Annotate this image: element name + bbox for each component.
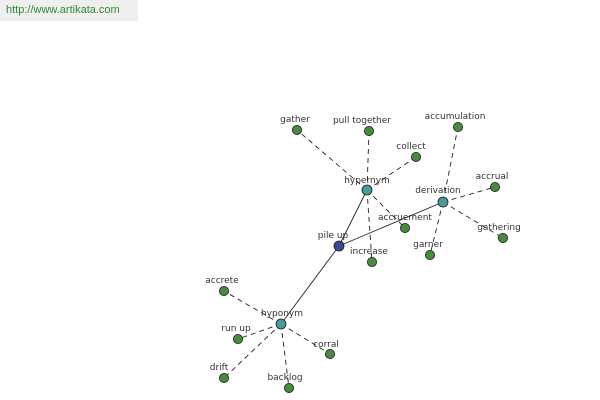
- node-accumulation[interactable]: [452, 122, 463, 133]
- node-label-drift[interactable]: drift: [210, 363, 229, 373]
- edge-hyponym-to-backlog: [280, 323, 290, 389]
- edge-hypernym-1-to-collect: [366, 156, 417, 191]
- node-corral[interactable]: [324, 348, 335, 359]
- edge-hyponym-to-drift: [223, 323, 282, 379]
- node-label-pile-up[interactable]: pile up: [318, 231, 349, 241]
- node-label-accrual[interactable]: accrual: [476, 172, 509, 182]
- graph-labels: pile up hypernym derivation hyponym gather pu…: [205, 112, 521, 383]
- node-label-derivation[interactable]: derivation: [415, 186, 461, 196]
- node-accrual[interactable]: [489, 181, 500, 192]
- graph-edges: [223, 126, 504, 389]
- node-accrete[interactable]: [218, 285, 229, 296]
- edge-derivation-to-accrual: [442, 186, 496, 203]
- node-label-corral[interactable]: corral: [313, 340, 339, 350]
- node-hyponym[interactable]: [275, 318, 287, 330]
- node-run-up[interactable]: [232, 333, 243, 344]
- edge-pile-up-to-derivation: [338, 201, 444, 247]
- node-label-hypernym-1[interactable]: hypernym: [344, 176, 390, 186]
- node-gathering[interactable]: [497, 232, 508, 243]
- node-hypernym-1[interactable]: [361, 184, 373, 196]
- edge-hyponym-to-run-up: [237, 323, 282, 340]
- graph-nodes: [218, 122, 508, 393]
- edge-hyponym-to-corral: [280, 323, 331, 355]
- node-label-backlog[interactable]: backlog: [267, 373, 302, 383]
- node-gather[interactable]: [291, 125, 302, 136]
- node-label-gather[interactable]: gather: [280, 115, 310, 125]
- node-pull-together[interactable]: [363, 126, 374, 137]
- node-label-gathering[interactable]: gathering: [477, 223, 521, 233]
- node-collect[interactable]: [410, 151, 421, 162]
- edge-hypernym-1-to-increase: [366, 189, 373, 263]
- edge-derivation-to-gathering: [442, 201, 504, 239]
- site-url[interactable]: http://www.artikata.com: [0, 0, 138, 21]
- node-label-increase[interactable]: increase: [350, 247, 388, 257]
- edge-derivation-to-garner: [429, 201, 444, 256]
- node-label-run-up[interactable]: run up: [221, 324, 251, 334]
- edge-hypernym-1-to-gather: [296, 129, 368, 191]
- node-label-garner[interactable]: garner: [413, 240, 443, 250]
- edge-pile-up-to-hypernym-1: [338, 189, 368, 247]
- edge-hypernym-1-to-pull-together: [366, 130, 370, 191]
- node-label-accrete[interactable]: accrete: [205, 276, 239, 286]
- node-derivation[interactable]: [437, 196, 449, 208]
- node-drift[interactable]: [218, 372, 229, 383]
- edge-derivation-to-accumulation: [442, 126, 459, 203]
- node-label-pull-together[interactable]: pull together: [333, 116, 391, 126]
- node-label-hyponym[interactable]: hyponym: [261, 309, 303, 319]
- node-label-accruement[interactable]: accruement: [378, 213, 432, 223]
- edge-hyponym-to-accrete: [223, 290, 282, 325]
- node-accruement[interactable]: [399, 222, 410, 233]
- edge-pile-up-to-hyponym: [280, 245, 340, 325]
- node-increase[interactable]: [366, 256, 377, 267]
- node-pile-up[interactable]: [333, 240, 345, 252]
- node-garner[interactable]: [424, 249, 435, 260]
- node-label-collect[interactable]: collect: [396, 142, 426, 152]
- node-backlog[interactable]: [283, 382, 294, 393]
- node-label-accumulation[interactable]: accumulation: [425, 112, 486, 122]
